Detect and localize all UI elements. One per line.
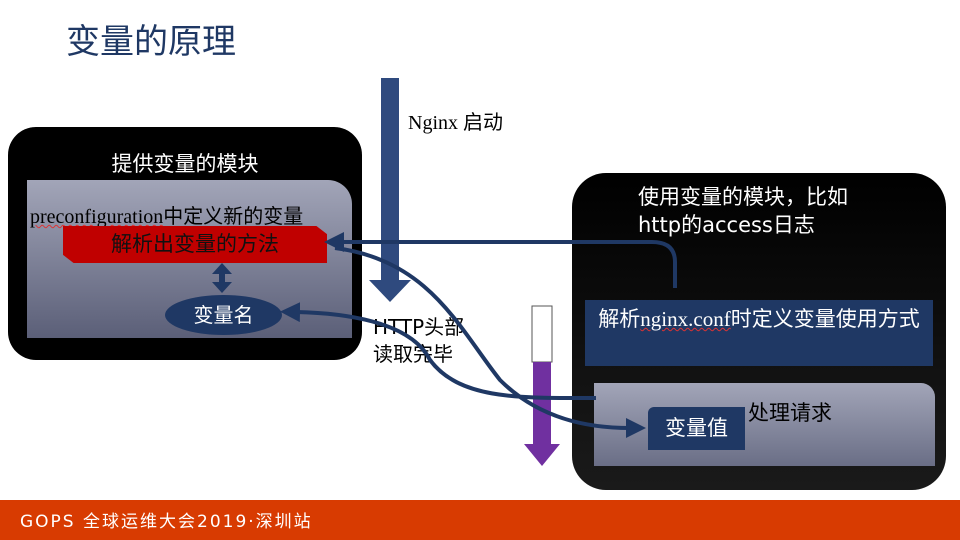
request-to-varname-arrow [280,302,597,401]
request-timeline-arrow [524,305,560,466]
double-arrow-icon [212,263,232,293]
footer-text: GOPS 全球运维大会2019·深圳站 [20,512,313,532]
provider-module-title: 提供变量的模块 [111,152,259,176]
preconfiguration-suffix: 中定义新的变量 [163,204,304,228]
slide-title: 变量的原理 [66,22,236,62]
variable-name-ellipse: 变量名 [165,295,282,335]
preconfiguration-code: preconfiguration [30,206,164,228]
startup-timeline-arrow [369,78,411,302]
footer-bar [0,500,960,540]
conf-to-method-arrow [324,232,677,288]
method-to-value-arrow [334,246,646,438]
parse-conf-box: 解析nginx.conf时定义变量使用方式 [585,300,933,366]
nginx-start-label: Nginx 启动 [408,112,503,134]
preconfiguration-text: preconfiguration中定义新的变量 [30,200,303,229]
http-header-line2: 读取完毕 [373,342,453,366]
process-request-label: 处理请求 [748,401,832,425]
parse-method-box: 解析出变量的方法 [63,226,327,263]
variable-value-box: 变量值 [648,407,745,450]
